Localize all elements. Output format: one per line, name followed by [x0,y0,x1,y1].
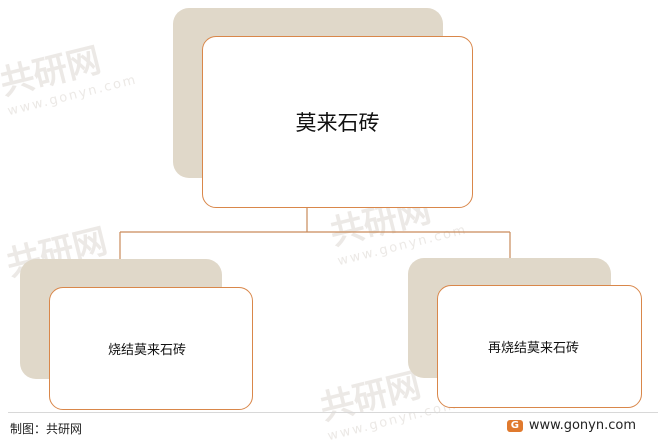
footer-site[interactable]: G www.gonyn.com [506,418,636,433]
footer-site-url[interactable]: www.gonyn.com [528,418,636,433]
root-node-label: 莫来石砖 [295,111,380,135]
child-node-label: 烧结莫来石砖 [108,343,187,358]
child-node-sintered: 烧结莫来石砖 [49,287,253,410]
footer-source: 制图：共研网 [10,422,83,436]
child-node-label: 再烧结莫来石砖 [488,341,580,356]
footer-divider [8,412,658,413]
g-logo-icon: G [506,419,523,432]
child-node-resintered: 再烧结莫来石砖 [437,285,642,408]
root-node: 莫来石砖 [202,36,473,208]
